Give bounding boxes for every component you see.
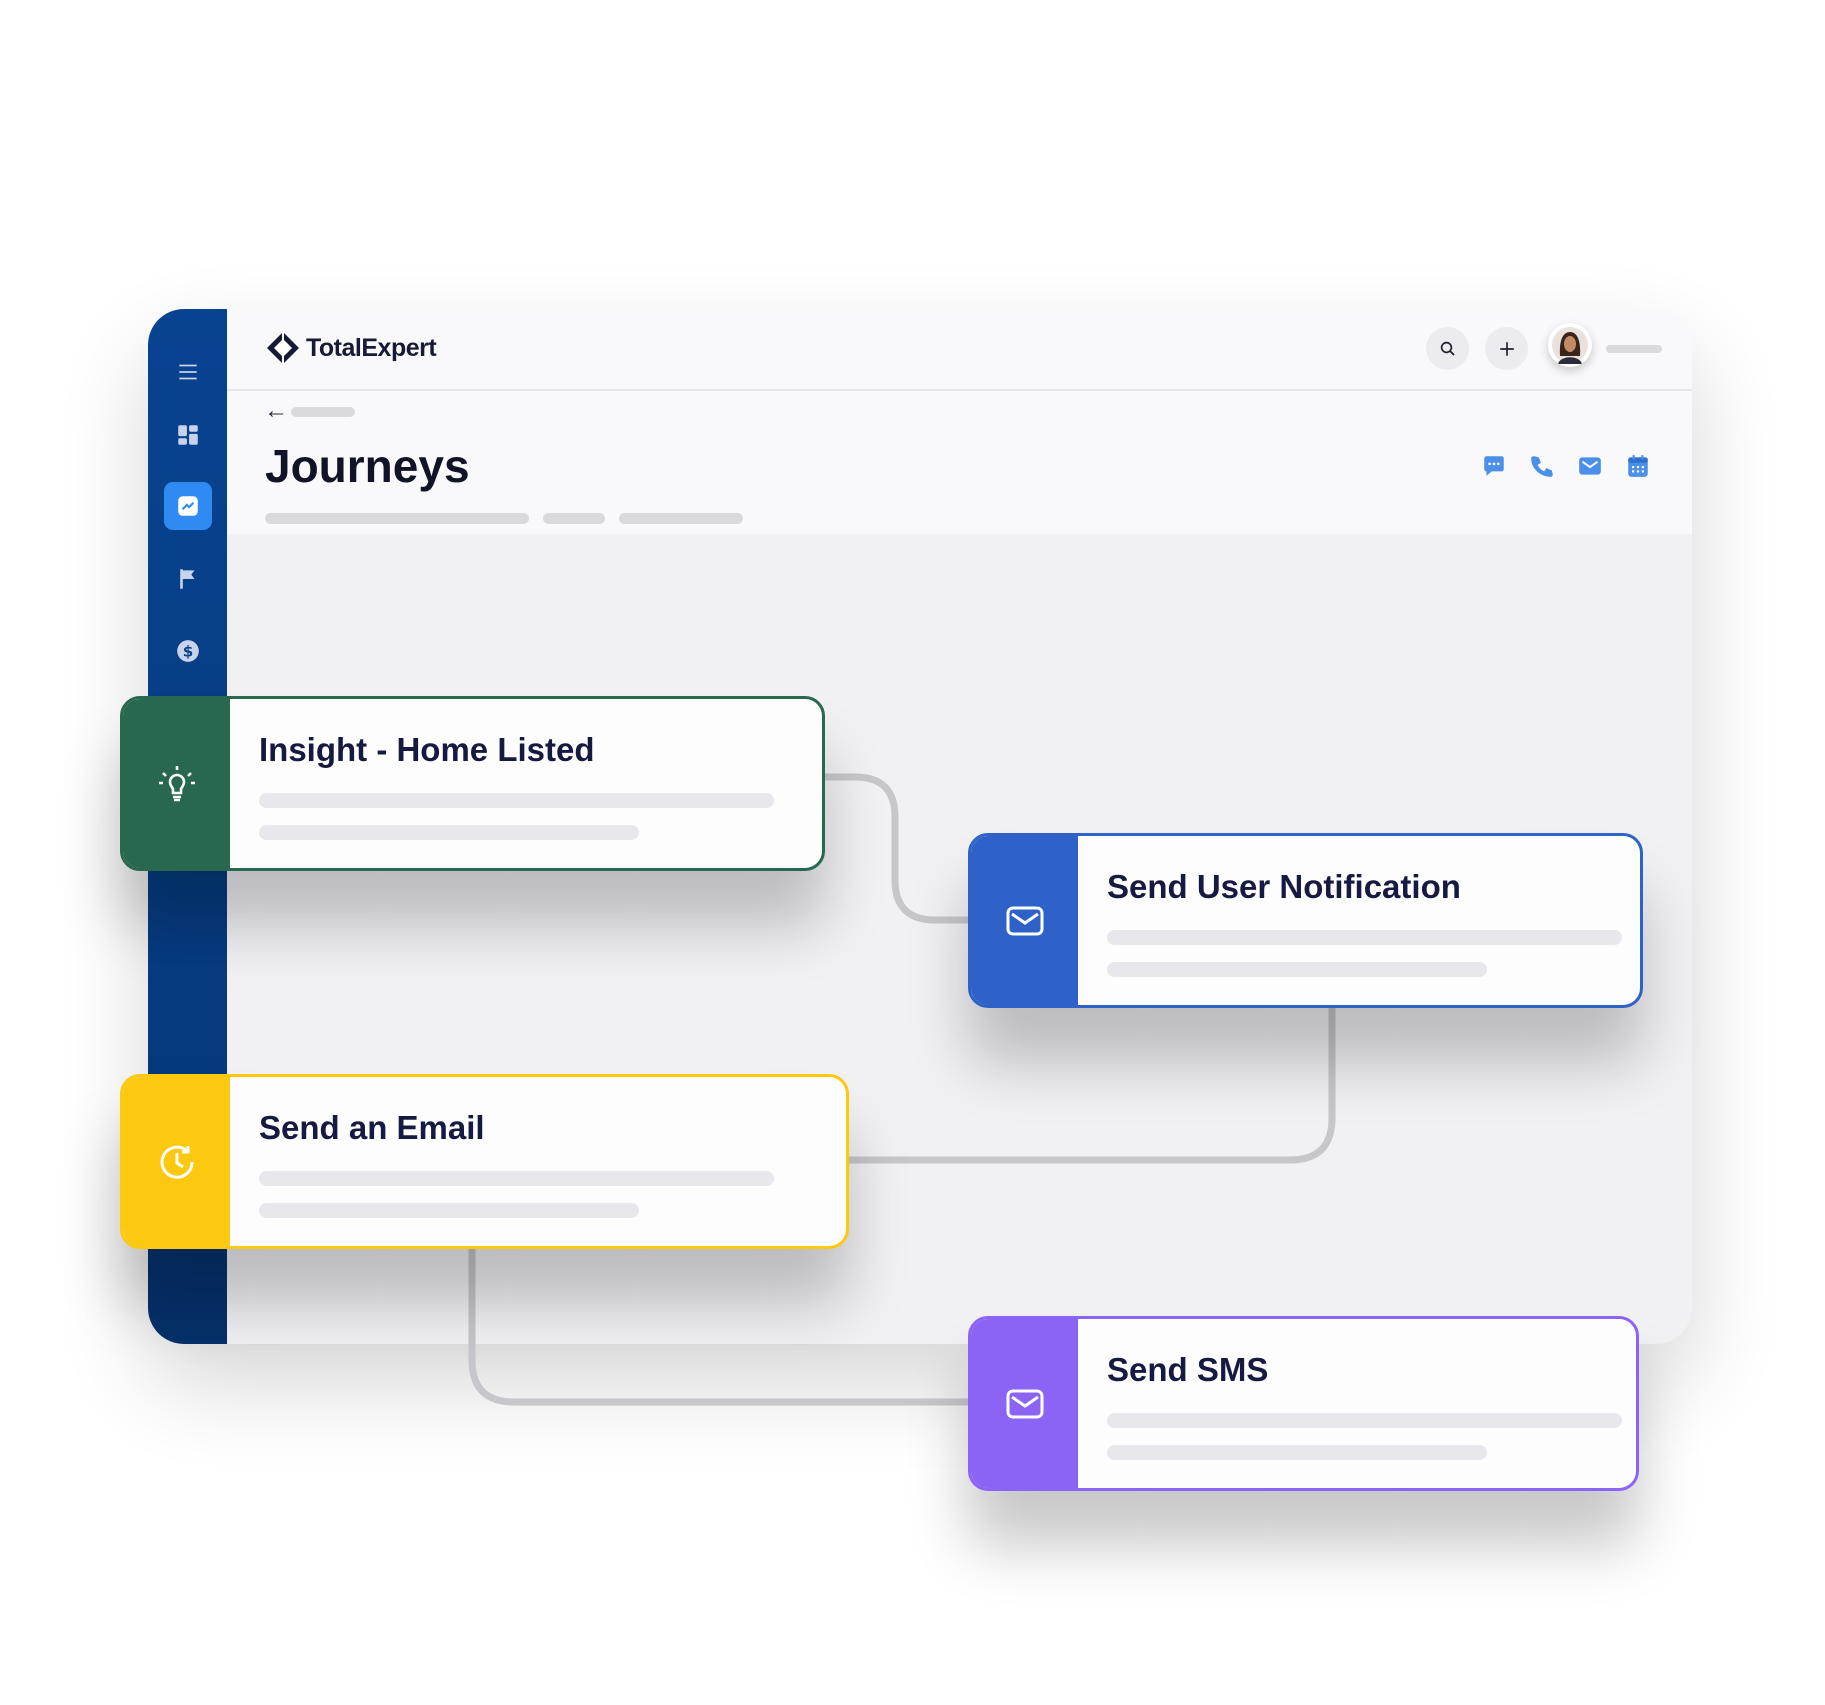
sidebar-item-finance[interactable]: $	[164, 627, 212, 675]
flow-node-user-notification[interactable]: Send User Notification	[968, 833, 1643, 1008]
page-title: Journeys	[265, 440, 470, 492]
node-text-placeholder	[1107, 962, 1487, 977]
logo[interactable]: TotalExpert	[266, 331, 437, 365]
node-text-placeholder	[259, 825, 639, 840]
node-title: Send User Notification	[1107, 868, 1461, 905]
sidebar-item-dashboard[interactable]	[164, 411, 212, 459]
topbar: TotalExpert	[227, 309, 1692, 391]
calendar-action[interactable]	[1623, 451, 1653, 481]
node-text-placeholder	[1107, 1413, 1622, 1428]
avatar[interactable]	[1548, 323, 1592, 367]
tab-placeholder	[265, 513, 529, 524]
node-text-placeholder	[1107, 930, 1622, 945]
logo-text: TotalExpert	[306, 333, 437, 362]
calendar-icon	[1628, 455, 1648, 477]
clock-icon	[160, 1145, 194, 1179]
flow-node-send-sms[interactable]: Send SMS	[968, 1316, 1639, 1491]
node-text-placeholder	[259, 1171, 774, 1186]
dollar-icon: $	[177, 640, 199, 662]
user-photo-icon	[1552, 327, 1588, 364]
flow-node-insight[interactable]: Insight - Home Listed	[120, 696, 825, 871]
search-icon	[1440, 341, 1455, 356]
node-title: Send an Email	[259, 1109, 485, 1146]
phone-action[interactable]	[1527, 451, 1557, 481]
sidebar-item-flag[interactable]	[164, 555, 212, 603]
chat-action[interactable]	[1479, 451, 1509, 481]
user-name-placeholder	[1606, 345, 1662, 353]
logo-mark-icon	[267, 332, 299, 364]
node-title: Send SMS	[1107, 1351, 1269, 1388]
mail-icon	[1006, 906, 1043, 935]
mail-action[interactable]	[1575, 451, 1605, 481]
breadcrumb-placeholder	[291, 407, 355, 417]
plus-icon	[1499, 341, 1514, 356]
flag-icon	[180, 569, 195, 589]
tab-placeholder	[543, 513, 605, 524]
sidebar-item-journeys[interactable]	[164, 482, 212, 530]
node-text-placeholder	[259, 1203, 639, 1218]
main-area: TotalExpert ← Journeys	[227, 309, 1692, 1344]
back-arrow-icon[interactable]: ←	[264, 397, 288, 424]
page-header: ← Journeys	[227, 391, 1692, 534]
mail-icon	[1006, 1389, 1043, 1418]
lightbulb-icon	[158, 765, 195, 801]
connector-insight-to-notification	[820, 773, 970, 924]
flow-node-send-email[interactable]: Send an Email	[120, 1074, 849, 1249]
node-text-placeholder	[1107, 1445, 1487, 1460]
node-icon-panel	[971, 1319, 1078, 1488]
journeys-icon	[178, 496, 198, 516]
add-button[interactable]	[1485, 327, 1528, 370]
phone-icon	[1531, 456, 1553, 477]
node-text-placeholder	[259, 793, 774, 808]
node-title: Insight - Home Listed	[259, 731, 595, 768]
menu-button[interactable]	[164, 348, 212, 396]
node-icon-panel	[123, 1077, 230, 1246]
search-button[interactable]	[1426, 327, 1469, 370]
node-icon-panel	[123, 699, 230, 868]
node-icon-panel	[971, 836, 1078, 1005]
svg-text:$: $	[183, 642, 194, 660]
mail-icon	[1579, 457, 1601, 475]
connector-notification-to-email	[846, 1007, 1336, 1164]
connector-email-to-sms	[468, 1248, 970, 1406]
chat-icon	[1484, 456, 1504, 476]
dashboard-icon	[178, 425, 198, 445]
menu-icon	[179, 364, 197, 380]
tab-placeholder	[619, 513, 743, 524]
